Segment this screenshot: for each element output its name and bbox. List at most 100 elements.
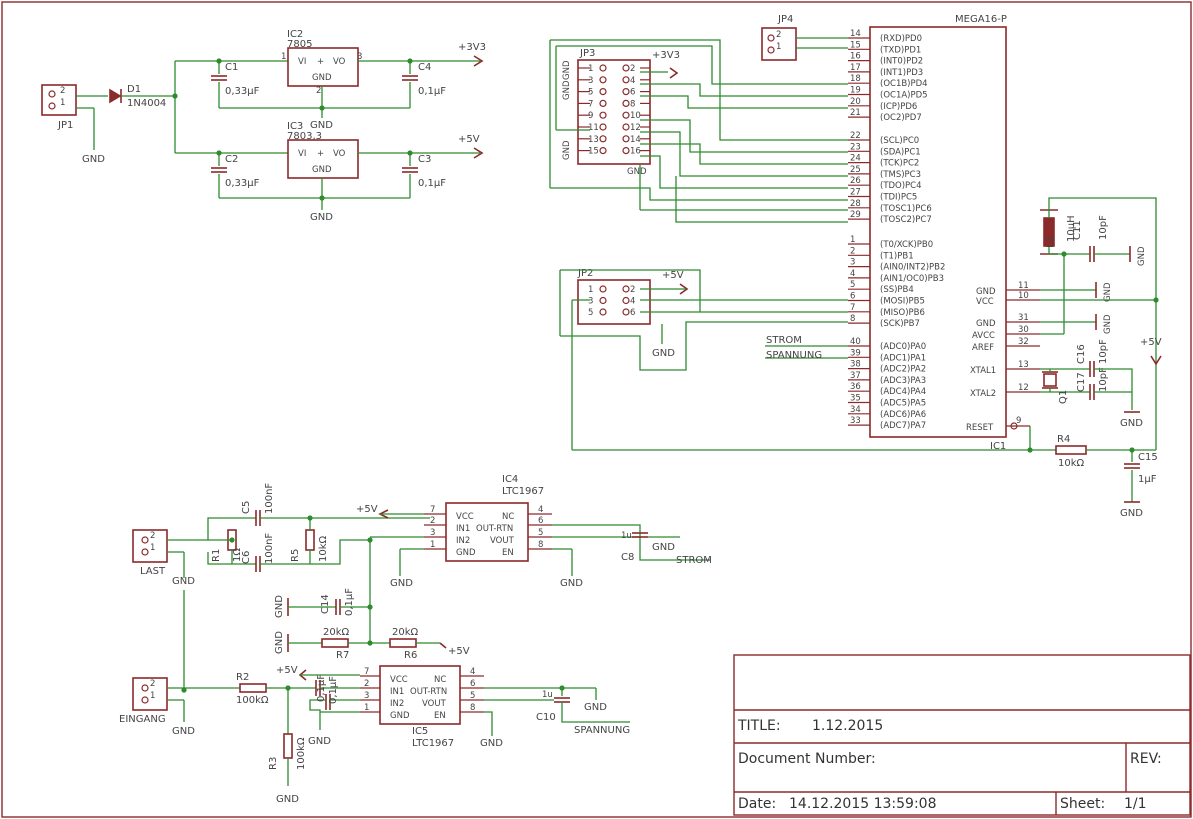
mega-pin-num: 24	[850, 154, 861, 164]
mega-pin-name: (TXD)PD1	[880, 45, 921, 55]
svg-text:Q1: Q1	[1058, 390, 1069, 404]
mega-pin-num: 1	[850, 235, 855, 245]
svg-text:GND: GND	[390, 578, 413, 589]
svg-text:IC1: IC1	[990, 441, 1006, 452]
mega-pin-num: 17	[850, 63, 861, 73]
svg-text:1Ω: 1Ω	[232, 548, 243, 562]
jp4-connector	[761, 27, 797, 61]
mega-pin-name: (SCK)PB7	[880, 319, 920, 329]
svg-text:1: 1	[150, 691, 155, 701]
svg-text:IN1: IN1	[456, 524, 470, 534]
svg-text:GND: GND	[480, 738, 503, 749]
mega-pin-num: 37	[850, 371, 861, 381]
svg-text:6: 6	[538, 516, 543, 526]
jp3-pin-left: 13	[588, 135, 599, 145]
svg-text:IN1: IN1	[390, 687, 404, 697]
c1-label: C1	[225, 62, 238, 73]
svg-text:11: 11	[1018, 281, 1029, 291]
mega-pin-name: (MOSI)PB5	[880, 297, 925, 307]
ic3-regulator	[287, 139, 359, 179]
svg-text:IC3: IC3	[287, 121, 303, 132]
svg-text:+5V: +5V	[662, 270, 684, 281]
svg-text:NC: NC	[434, 675, 446, 685]
mega-pin-num: 29	[850, 210, 861, 220]
svg-text:30: 30	[1018, 325, 1029, 335]
c1-value: 0,33µF	[225, 86, 260, 97]
mega-pin-num: 21	[850, 108, 861, 118]
date-value: 14.12.2015 13:59:08	[789, 796, 937, 812]
svg-text:C3: C3	[418, 154, 431, 165]
svg-text:1u: 1u	[542, 690, 553, 700]
jp1-connector	[41, 84, 77, 116]
svg-text:10pF: 10pF	[1098, 215, 1109, 240]
svg-text:R4: R4	[1057, 434, 1070, 445]
jp3-pin-left: 1	[588, 64, 593, 74]
svg-text:100kΩ: 100kΩ	[236, 695, 269, 706]
svg-text:100nF: 100nF	[264, 483, 275, 514]
jp3-pin-right: 2	[630, 64, 635, 74]
jp2-connector	[577, 279, 651, 325]
svg-text:2: 2	[150, 679, 155, 689]
svg-text:GND: GND	[562, 60, 572, 80]
svg-text:VOUT: VOUT	[490, 536, 515, 546]
svg-text:JP4: JP4	[777, 14, 793, 25]
jp3-pin-left: 7	[588, 99, 593, 109]
svg-text:R2: R2	[236, 672, 249, 683]
mega-pin-name: (SCL)PC0	[880, 136, 919, 146]
svg-text:1: 1	[364, 703, 369, 713]
mega-pin-name: (ADC3)PA3	[880, 376, 926, 386]
svg-text:12: 12	[1018, 383, 1029, 393]
svg-text:RESET: RESET	[966, 423, 994, 433]
mega-pin-name: (OC2)PD7	[880, 113, 922, 123]
mega-pin-name: (ADC4)PA4	[880, 387, 926, 397]
mega-pin-name: (SDA)PC1	[880, 147, 921, 157]
mega-pin-name: (TDO)PC4	[880, 181, 922, 191]
jp3-pin-right: 14	[630, 135, 641, 145]
svg-text:1µF: 1µF	[1138, 474, 1157, 485]
svg-text:2: 2	[364, 679, 369, 689]
svg-text:2: 2	[776, 30, 781, 40]
svg-text:VO: VO	[333, 149, 346, 159]
svg-text:VCC: VCC	[456, 512, 474, 522]
svg-text:SPANNUNG: SPANNUNG	[574, 725, 630, 736]
title-block: TITLE: 1.12.2015 Document Number: REV: D…	[733, 654, 1191, 816]
svg-text:7: 7	[430, 505, 435, 515]
mega-pin-num: 3	[850, 258, 855, 268]
mega16-left-pins: 14(RXD)PD015(TXD)PD116(INT0)PD217(INT1)P…	[848, 29, 945, 431]
svg-text:9: 9	[1016, 416, 1021, 426]
svg-text:3: 3	[364, 691, 369, 701]
svg-text:0,1µF: 0,1µF	[418, 178, 446, 189]
mega-pin-num: 25	[850, 165, 861, 175]
mega-pin-num: 38	[850, 360, 861, 370]
svg-text:GND: GND	[652, 348, 675, 359]
svg-text:GND: GND	[976, 287, 996, 297]
mega-pin-num: 23	[850, 142, 861, 152]
ic2-regulator	[287, 47, 359, 87]
jp3-pin-left: 5	[588, 88, 593, 98]
mega-pin-num: 28	[850, 199, 861, 209]
svg-text:10: 10	[1018, 291, 1029, 301]
svg-text:10pF: 10pF	[1098, 339, 1109, 364]
svg-text:AREF: AREF	[972, 343, 994, 353]
mega-pin-num: 19	[850, 86, 861, 96]
svg-text:XTAL2: XTAL2	[970, 389, 996, 399]
mega-pin-name: (ADC2)PA2	[880, 365, 926, 375]
jp3-pin-left: 3	[588, 76, 593, 86]
mega16-chip	[869, 26, 1007, 438]
mega-pin-num: 18	[850, 74, 861, 84]
d1-label: D1	[127, 84, 141, 95]
svg-text:IC5: IC5	[412, 726, 428, 737]
svg-text:GND: GND	[312, 73, 332, 83]
svg-text:GND: GND	[310, 120, 333, 131]
mega-pin-name: (SS)PB4	[880, 285, 914, 295]
svg-text:GND: GND	[274, 595, 285, 618]
jp3-pin-right: 4	[630, 76, 635, 86]
svg-text:XTAL1: XTAL1	[970, 366, 996, 376]
svg-text:LTC1967: LTC1967	[502, 486, 544, 497]
svg-text:20kΩ: 20kΩ	[323, 627, 350, 638]
mega-pin-name: (ICP)PD6	[880, 102, 917, 112]
date-label: Date:	[738, 796, 776, 812]
ic4-ltc1967	[445, 502, 529, 562]
svg-text:5: 5	[470, 691, 475, 701]
